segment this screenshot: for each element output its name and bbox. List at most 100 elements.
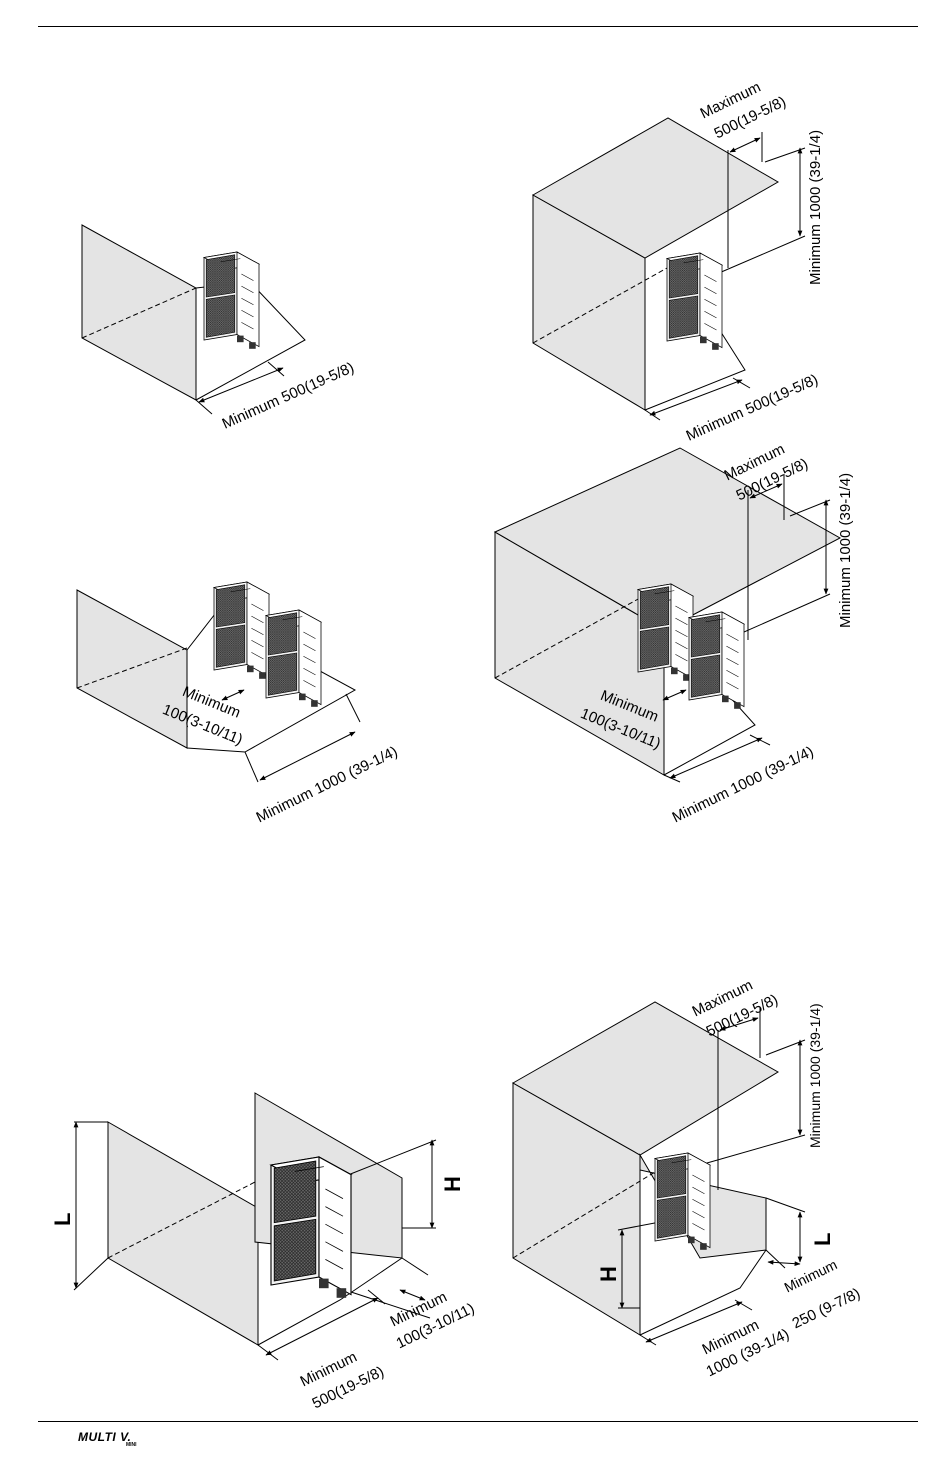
top-grille-line	[282, 616, 303, 621]
top-grille-line	[705, 618, 726, 623]
top-grille-line	[683, 259, 704, 264]
footer-rule	[38, 1421, 918, 1422]
side-panel-line	[704, 311, 717, 319]
unit-foot	[319, 1278, 329, 1289]
side-panel-line	[251, 603, 264, 611]
outdoor-unit	[202, 251, 261, 349]
diagram-two-units-one-wall	[76, 589, 361, 783]
side-panel-line	[704, 274, 717, 282]
d6-L-label: L	[810, 1232, 835, 1246]
side-panel-line	[692, 1174, 705, 1182]
side-panel-line	[325, 1241, 344, 1252]
diagram-single-unit-one-wall	[81, 224, 306, 415]
unit-foot	[700, 1243, 707, 1250]
fan-grille-upper	[690, 614, 721, 658]
rear-wall	[76, 589, 188, 749]
side-panel-line	[241, 285, 254, 293]
unit-side-face	[298, 609, 322, 706]
side-panel-line	[675, 605, 688, 613]
d5-H-label: H	[440, 1176, 465, 1192]
unit-foot	[237, 335, 244, 343]
top-grille-line	[294, 1166, 324, 1172]
unit-foot	[249, 342, 256, 349]
outdoor-unit-right	[264, 609, 323, 707]
fan-grille-lower	[656, 1195, 687, 1239]
brand-sub: MINI	[126, 1442, 137, 1448]
overhang-roof	[511, 1001, 779, 1156]
fan-grille-lower	[273, 1218, 317, 1282]
unit-foot	[247, 665, 254, 673]
side-panel-line	[325, 1259, 344, 1270]
unit-foot	[722, 695, 729, 703]
brand-logo: MULTI V. MINI	[78, 1430, 137, 1448]
fan-grille-upper	[215, 584, 246, 628]
side-panel-line	[325, 1223, 344, 1235]
side-panel-line	[303, 643, 316, 651]
side-panel-line	[251, 615, 264, 623]
side-panel-line	[325, 1188, 344, 1199]
unit-foot	[712, 343, 719, 350]
outdoor-unit-left	[212, 581, 271, 679]
side-panel-line	[675, 654, 688, 662]
side-panel-line	[303, 655, 316, 664]
top-grille-line	[230, 588, 251, 593]
unit-foot	[259, 672, 266, 679]
side-panel-line	[303, 668, 316, 676]
side-panel-line	[241, 322, 254, 330]
fan-grille-lower	[215, 624, 246, 668]
side-panel-line	[251, 652, 264, 660]
unit-foot	[671, 667, 678, 675]
unit-foot	[734, 702, 741, 709]
side-panel-line	[241, 273, 254, 281]
side-panel-line	[704, 323, 717, 331]
fan-grille-upper	[205, 254, 236, 298]
fan-grille-upper	[267, 612, 298, 656]
diagram-single-unit-two-walls	[73, 1092, 437, 1361]
side-panel-line	[726, 670, 739, 678]
unit-foot	[311, 700, 318, 707]
side-panel-line	[692, 1186, 705, 1194]
side-panel-line	[251, 627, 264, 636]
side-panel-line	[303, 631, 316, 639]
side-panel-line	[303, 680, 316, 688]
d6-vertical-min-label: Minimum 1000 (39-1/4)	[807, 1003, 823, 1148]
side-panel-line	[241, 297, 254, 306]
outdoor-unit	[269, 1156, 353, 1298]
fan-grille-upper	[656, 1155, 687, 1199]
side-panel-line	[692, 1211, 705, 1219]
rear-wall	[81, 224, 197, 401]
rear-wall	[107, 1121, 259, 1346]
top-grille-line	[220, 258, 241, 263]
top-grille-line	[654, 590, 675, 595]
side-panel-line	[675, 642, 688, 650]
side-panel-line	[692, 1223, 705, 1231]
unit-foot	[683, 674, 690, 681]
d4-vertical-min-label: Minimum 1000 (39-1/4)	[837, 472, 854, 628]
diagram-single-unit-wall-overhang	[531, 117, 806, 421]
brand-name: MULTI V.	[78, 1430, 132, 1444]
fan-grille-lower	[690, 654, 721, 698]
side-panel-line	[241, 310, 254, 318]
side-panel-line	[704, 286, 717, 294]
unit-foot	[688, 1236, 695, 1244]
unit-foot	[700, 336, 707, 344]
header-rule	[38, 26, 918, 27]
side-panel-line	[675, 617, 688, 625]
fan-grille-lower	[668, 295, 699, 339]
d2-vertical-min-label: Minimum 1000 (39-1/4)	[807, 129, 824, 285]
unit-foot	[299, 693, 306, 701]
side-panel-line	[726, 657, 739, 666]
side-panel-line	[675, 629, 688, 638]
side-panel-line	[704, 298, 717, 307]
top-grille-line	[671, 1159, 692, 1164]
side-panel-line	[692, 1198, 705, 1207]
side-panel-line	[726, 645, 739, 653]
fan-grille-lower	[639, 626, 670, 670]
d5-L-label: L	[50, 1212, 75, 1226]
outdoor-unit-left	[636, 583, 695, 681]
fan-grille-lower	[205, 294, 236, 338]
outdoor-unit-right	[687, 611, 746, 709]
diagram-two-units-wall-overhang	[493, 447, 842, 783]
